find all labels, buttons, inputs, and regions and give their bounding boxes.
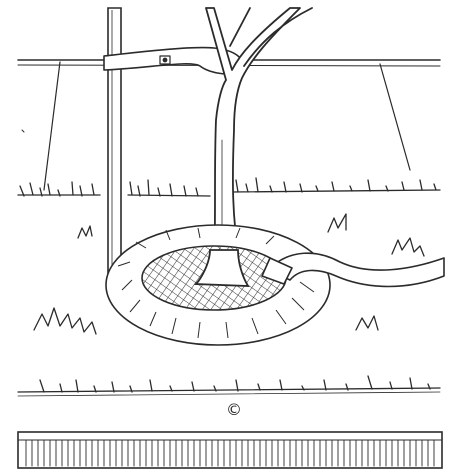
- copyright-mark: ©: [222, 398, 246, 422]
- lower-grass-line: [18, 376, 440, 396]
- curb: [18, 432, 442, 468]
- tree-stake: [108, 8, 121, 277]
